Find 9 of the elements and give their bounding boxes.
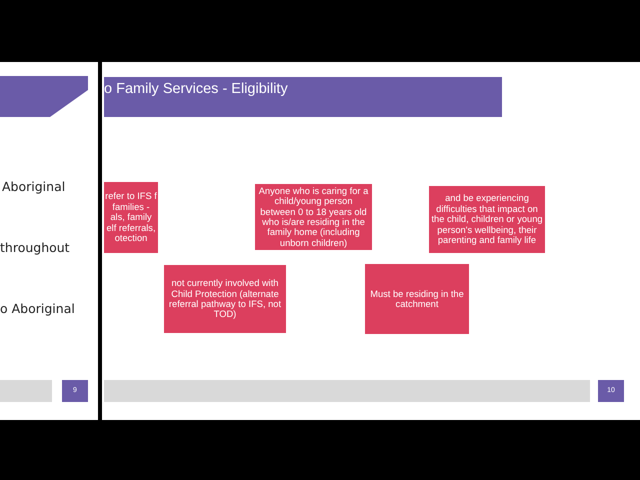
process-box: and be experiencing difficulties that impact on the child, children or young person's wellbeing, their parenting and family life — [429, 186, 545, 253]
slide-title: o Family Services - Eligibility — [104, 77, 502, 117]
process-box: Anyone who is caring for a child/young person between 0 to 18 years old who is/are residing in the family home (including unborn children) — [255, 184, 372, 250]
text-fragment: o Aboriginal — [0, 301, 75, 316]
text-fragment: Aboriginal — [2, 179, 66, 194]
process-box: Must be residing in the catchment — [365, 264, 469, 334]
process-box: not currently involved with Child Protection (alternate referral pathway to IFS, not TOD) — [164, 265, 286, 333]
process-box: refer to IFS f families - als, family elf referrals, otection — [104, 182, 158, 253]
text-fragment: throughout — [0, 240, 70, 255]
